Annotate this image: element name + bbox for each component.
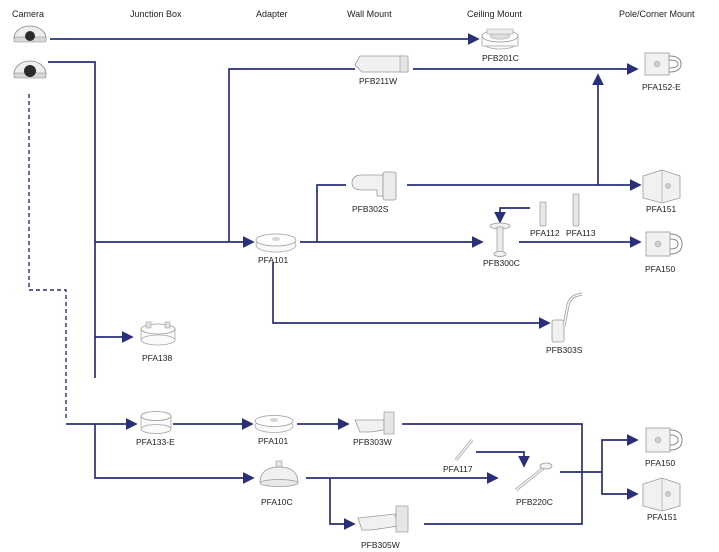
dome-camera-icon [13, 25, 47, 43]
extension-pole-pfa112-icon [539, 201, 547, 227]
label-pfb303w: PFB303W [353, 437, 392, 447]
label-pfa138: PFA138 [142, 353, 173, 363]
label-pfa10c: PFA10C [261, 497, 293, 507]
label-pfa150-top: PFA150 [645, 264, 676, 274]
label-pfb303s: PFB303S [546, 345, 583, 355]
wall-mount-pfb303s-icon [551, 292, 583, 343]
wall-mount-pfb305w-icon [357, 505, 409, 533]
dome-camera-icon [13, 60, 47, 79]
header-wall-mount: Wall Mount [347, 9, 392, 19]
junction-box-pfa133e-icon [140, 411, 172, 434]
extension-pole-pfa113-icon [572, 193, 580, 227]
ceiling-mount-pfb300c-icon [489, 222, 511, 257]
wall-mount-pfb211w-icon [354, 55, 409, 73]
label-pfa151-bottom: PFA151 [647, 512, 678, 522]
label-pfa150-bottom: PFA150 [645, 458, 676, 468]
label-pfa151-top: PFA151 [646, 204, 677, 214]
corner-mount-pfa151-icon [642, 477, 681, 512]
corner-mount-pfa151-icon [642, 169, 681, 204]
label-pfa113: PFA113 [566, 228, 596, 238]
label-pfb211w: PFB211W [359, 76, 398, 86]
header-adapter: Adapter [256, 9, 288, 19]
adapter-pfa10c-icon [259, 460, 299, 487]
label-pfa133e: PFA133-E [136, 437, 175, 447]
label-pfa112: PFA112 [530, 228, 560, 238]
connectors [28, 33, 642, 530]
ceiling-mount-pfb201c-icon [481, 28, 519, 50]
adapter-pfa101-icon [254, 415, 294, 433]
label-pfb305w: PFB305W [361, 540, 400, 550]
pole-mount-pfa150-icon [645, 427, 683, 453]
header-camera: Camera [12, 9, 45, 19]
label-pfa152e: PFA152-E [642, 82, 681, 92]
header-junction-box: Junction Box [130, 9, 182, 19]
label-pfb201c: PFB201C [482, 53, 519, 63]
extension-pole-pfa117-icon [454, 439, 474, 461]
label-pfa101-bottom: PFA101 [258, 436, 289, 446]
header-ceiling-mount: Ceiling Mount [467, 9, 523, 19]
ceiling-mount-pfb220c-icon [515, 462, 553, 492]
pole-mount-pfa150-icon [645, 231, 683, 257]
adapter-pfa101-icon [255, 233, 297, 253]
label-pfb302s: PFB302S [352, 204, 389, 214]
label-pfa101-top: PFA101 [258, 255, 289, 265]
header-pole-corner-mount: Pole/Corner Mount [619, 9, 695, 19]
wall-mount-pfb303w-icon [354, 411, 395, 435]
label-pfb300c: PFB300C [483, 258, 520, 268]
label-pfa117: PFA117 [443, 464, 473, 474]
wall-mount-pfb302s-icon [351, 171, 397, 201]
junction-box-pfa138-icon [140, 321, 176, 346]
pole-mount-pfa152e-icon [644, 52, 682, 76]
label-pfb220c: PFB220C [516, 497, 553, 507]
